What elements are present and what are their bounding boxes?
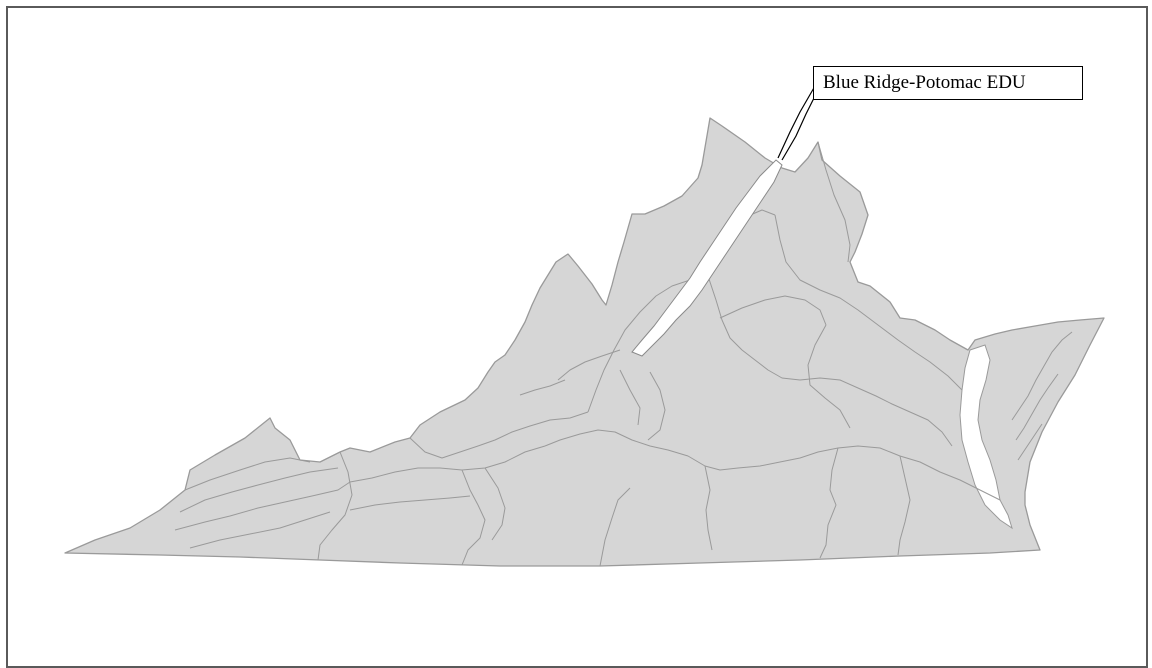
chesapeake-bay [959, 344, 1013, 530]
blue-ridge-potomac-edu [631, 159, 783, 357]
virginia-outline [64, 117, 1105, 567]
edu-boundaries [174, 141, 1001, 567]
callout-leader [777, 85, 821, 161]
edu-callout-label: Blue Ridge-Potomac EDU [813, 66, 1083, 100]
eastern-shore-marsh [1011, 331, 1073, 461]
